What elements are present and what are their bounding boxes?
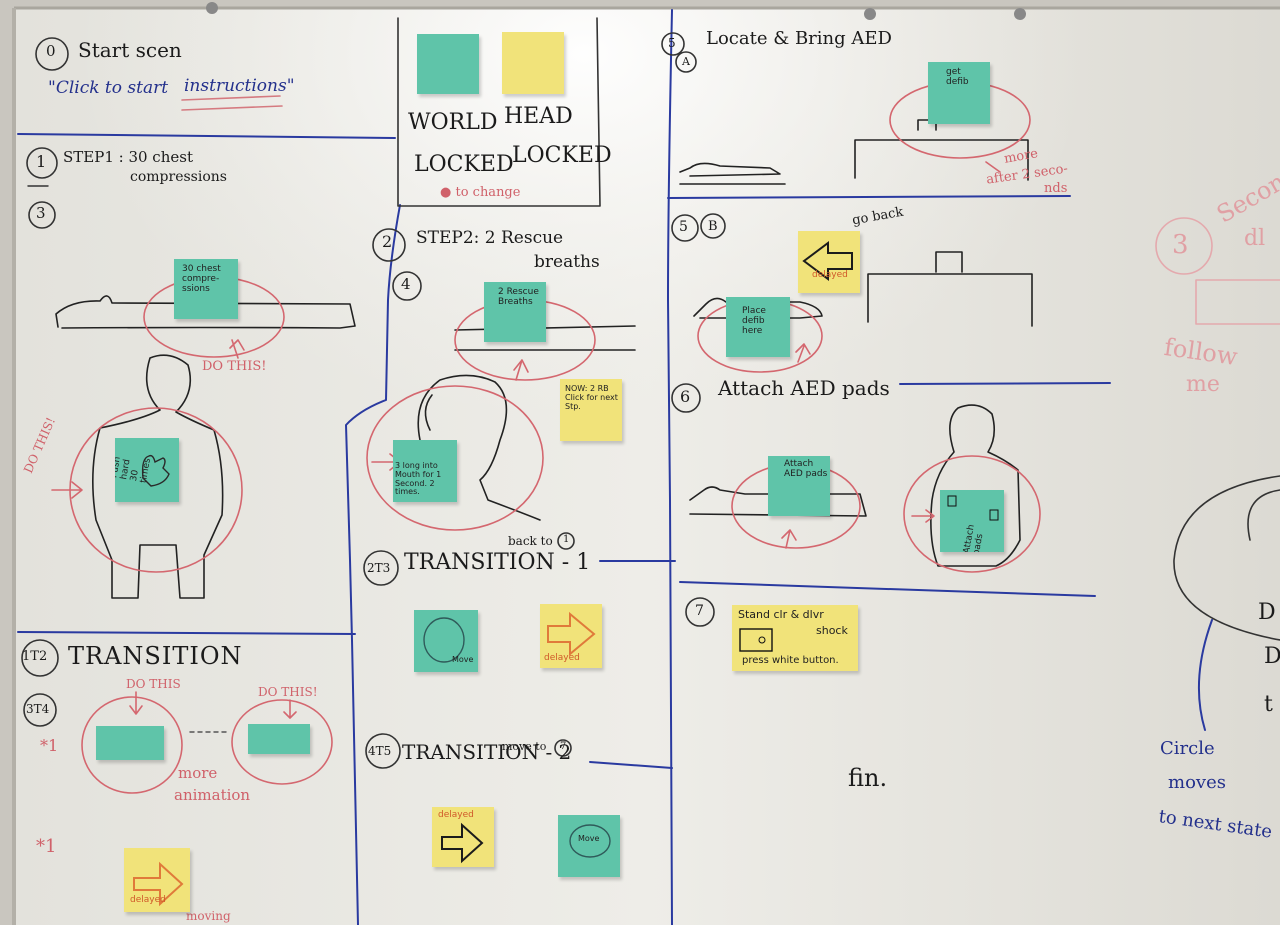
frameT5-title: TRANSITION - 2 (402, 740, 572, 764)
frame2-sketch (417, 325, 636, 521)
right-me: me (1186, 372, 1220, 397)
frame5b-note-place: Place defib here (726, 297, 790, 357)
frameT2-number: 1T2 (22, 649, 48, 664)
frame5a-after-2: nds (1044, 181, 1068, 196)
frameT3-back-num: 1 (563, 534, 570, 545)
frame1-title-2: compressions (130, 169, 227, 185)
arrow-left-icon (802, 241, 853, 281)
arrow-right-icon (133, 861, 184, 907)
right-faint-sketch (1155, 217, 1280, 325)
frameT2-star-2: *1 (36, 836, 57, 857)
frame5a-sketch (679, 119, 1029, 185)
frame1-number: 1 (36, 152, 47, 171)
frameT2-star: *1 (40, 736, 59, 755)
right-moves: moves (1168, 772, 1226, 793)
frame2-note-top: 2 Rescue Breaths (484, 282, 546, 342)
frame5b-number: 5 (679, 219, 688, 235)
frame1-title: STEP1 : 30 chest (63, 148, 193, 166)
frameT2-title: TRANSITION (68, 642, 243, 670)
circle-icon (569, 824, 611, 858)
frame2-number: 2 (382, 232, 393, 251)
legend-head: HEAD (504, 104, 573, 129)
frame5b-sub: B (708, 219, 718, 234)
frameT3-back-to: back to (508, 534, 553, 548)
frame5a-sub: A (682, 55, 690, 68)
frameT2-do-this-a: DO THIS (126, 677, 181, 691)
frame6-note-body: Attach pads (940, 490, 1004, 552)
frame2-title: STEP2: 2 Rescue (416, 228, 564, 248)
right-d2: D (1264, 644, 1280, 669)
frame0-instruction-b: instructions" (184, 76, 295, 96)
right-d1: D (1258, 600, 1276, 625)
screw (864, 8, 876, 20)
frame5a-title: Locate & Bring AED (706, 28, 892, 49)
right-d3: t (1264, 692, 1273, 717)
frame1-do-this-top: DO THIS! (202, 359, 267, 374)
transition-red-marks (81, 691, 333, 794)
frameT3-number: 2T3 (367, 561, 391, 575)
frameT5-move-to: move to (502, 740, 547, 753)
legend-change-note: ● to change (440, 185, 521, 200)
legend-world-note (417, 34, 479, 94)
frameT3-title: TRANSITION - 1 (404, 550, 591, 575)
frameT2-do-this-b: DO THIS! (258, 685, 318, 699)
frameT5-number: 4T5 (368, 744, 392, 758)
right-circle: Circle (1160, 738, 1215, 759)
legend-head-locked: LOCKED (512, 143, 612, 168)
legend-world-locked: LOCKED (414, 152, 514, 177)
frame6-note-table: Attach AED pads (768, 456, 830, 516)
arrow-right-icon (441, 822, 484, 864)
frame0-title: Start scen (78, 38, 182, 62)
frame7-note: Stand clr & dlvr shock press white butto… (732, 605, 858, 671)
frameT5-note-move: Move (558, 815, 620, 877)
screw (1014, 8, 1026, 20)
frame7-number: 7 (695, 603, 704, 619)
legend-box (397, 17, 601, 207)
transition-note-a (96, 726, 164, 760)
pad-icons (947, 495, 999, 521)
screw (206, 2, 218, 14)
frameT2-note-delayed: delayed (124, 848, 190, 912)
frameT3-note-move: Move (414, 610, 478, 672)
frame2-note-head: 3 long into Mouth for 1 Second. 2 times. (393, 440, 457, 502)
hand-icon (141, 454, 170, 487)
right-dl: dl (1244, 226, 1266, 251)
frame6-number: 6 (680, 387, 691, 406)
frame5b-sketch (693, 251, 1033, 327)
frameT2-more: more (178, 764, 218, 782)
frame5a-note: get defib (928, 62, 990, 124)
frame1-note-top: 30 chest compre-ssions (174, 259, 238, 319)
frame1-sub: 3 (36, 204, 46, 222)
transition-note-b (248, 724, 310, 754)
blue-dividers (17, 9, 1213, 925)
frameT2-moving: moving (186, 909, 231, 923)
frameT5-note-delayed: delayed (432, 807, 494, 867)
frame7-fin: fin. (848, 764, 888, 792)
frame2-sub: 4 (401, 275, 411, 293)
frame1-note-hands: Push hard 30 times (115, 438, 179, 502)
frame5b-note-delayed: delayed (798, 231, 860, 293)
right-num: 3 (1172, 230, 1189, 260)
frame6-title: Attach AED pads (718, 376, 890, 400)
frameT3-note-delayed: delayed (540, 604, 602, 668)
defib-box-icon (739, 628, 773, 652)
circle-icon (423, 617, 465, 663)
frameT2-animation: animation (174, 786, 251, 804)
frameT5-move-num: 7 (560, 741, 567, 752)
frame2-title-2: breaths (534, 252, 600, 272)
legend-world: WORLD (408, 110, 498, 135)
frame0-instruction-a: "Click to start (48, 78, 169, 98)
frameT2-sub: 3T4 (26, 702, 50, 716)
legend-head-note (502, 32, 564, 94)
frame5a-number: 5 (668, 36, 676, 50)
frame0-number: 0 (46, 42, 56, 60)
arrow-right-icon (547, 611, 596, 657)
frame2-note-yellow: NOW: 2 RB Click for next Stp. (560, 379, 622, 441)
